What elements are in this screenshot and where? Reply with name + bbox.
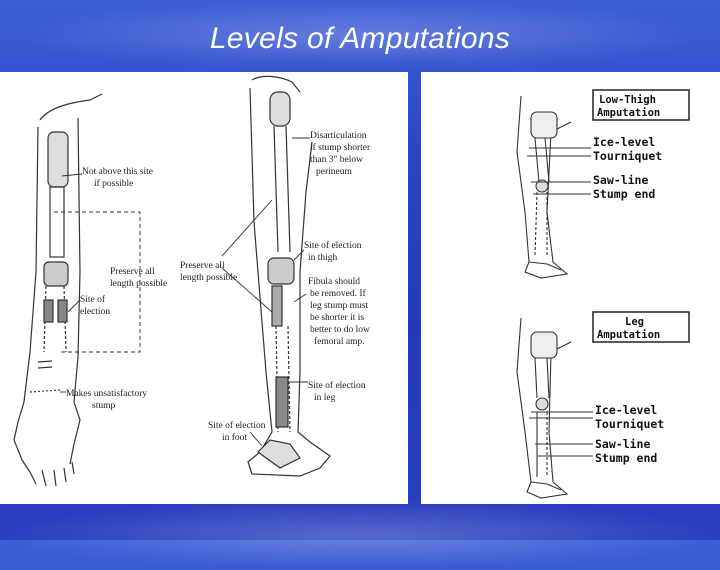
leg-label-preserve-line2: length possible [180,273,237,283]
leg-label-leg-site-line2: in leg [314,393,336,403]
leg-label-foot-line1: Site of election [208,420,266,431]
leg-label-preserve-line1: Preserve all [180,261,225,271]
leg-label-thigh-line2: in thigh [308,253,338,263]
leg-label-disarticulation-line3: than 3" below [310,155,363,165]
leg-box-line2: Amputation [597,329,660,341]
arm-label-unsatisfactory-line2: stump [92,401,115,411]
arm-label-site-line1: Site of [80,294,106,305]
leg-label-fibula-line1: Fibula should [308,277,360,287]
low-thigh-amputation-box [592,89,690,121]
low-thigh-ice-level-label: Ice-level [593,135,655,149]
low-thigh-stump-end-label: Stump end [593,187,655,201]
arm-label-not-above-line1: Not above this site [82,167,153,177]
leg-amputation-leader-lines [529,411,593,457]
left-diagram-panel: Not above this site if possible Preserve… [0,72,408,504]
low-thigh-and-leg-amputation-diagram: Low-Thigh Amputation Ice-level Tournique… [516,89,690,499]
arm-illustration [13,93,103,487]
background-streak-bottom [0,500,720,570]
low-thigh-tourniquet-label: Tourniquet [593,149,662,163]
low-thigh-leg-illustration [516,95,572,279]
arm-label-preserve-line2: length possible [110,279,167,289]
limb-amputation-diagram: Not above this site if possible Preserve… [13,75,371,487]
slide-title: Levels of Amputations [209,22,511,55]
low-thigh-leader-lines [527,147,591,195]
arm-label-site-line2: election [80,307,110,317]
leg-leader-lines [221,137,310,447]
background-streak-top [0,0,720,70]
leg-tourniquet-label: Tourniquet [595,417,664,431]
leg-label-fibula-line2: be removed. If [310,288,366,299]
leg-stump-end-label: Stump end [595,451,657,465]
leg-amputation-box [592,311,690,343]
leg-amputation-illustration [516,317,572,499]
arm-label-not-above-line2: if possible [94,178,133,189]
leg-label-fibula-line3: leg stump must [310,301,368,311]
leg-label-fibula-line4: be shorter it is [310,313,364,323]
leg-label-leg-site-line1: Site of election [308,380,366,391]
leg-box-line1: Leg [625,316,644,328]
leg-ice-level-label: Ice-level [595,403,657,417]
low-thigh-saw-line-label: Saw-line [593,173,648,187]
right-diagram-panel: Low-Thigh Amputation Ice-level Tournique… [421,72,720,504]
arm-label-preserve-line1: Preserve all [110,267,155,277]
leg-label-thigh-line1: Site of election [304,240,362,251]
arm-leader-lines [54,173,141,393]
leg-saw-line-label: Saw-line [595,437,650,451]
leg-label-disarticulation-line1: Disarticulation [310,131,367,141]
low-thigh-box-line1: Low-Thigh [599,94,656,106]
leg-label-disarticulation-line2: if stump shorter [310,142,371,153]
leg-label-fibula-line5: better to do low [310,325,370,335]
leg-label-disarticulation-line4: perineum [316,167,352,177]
arm-label-unsatisfactory-line1: Makes unsatisfactory [66,388,147,399]
leg-illustration [247,75,331,477]
leg-label-fibula-line6: femoral amp. [314,336,365,347]
low-thigh-box-line2: Amputation [597,107,660,119]
leg-label-foot-line2: in foot [222,432,247,443]
